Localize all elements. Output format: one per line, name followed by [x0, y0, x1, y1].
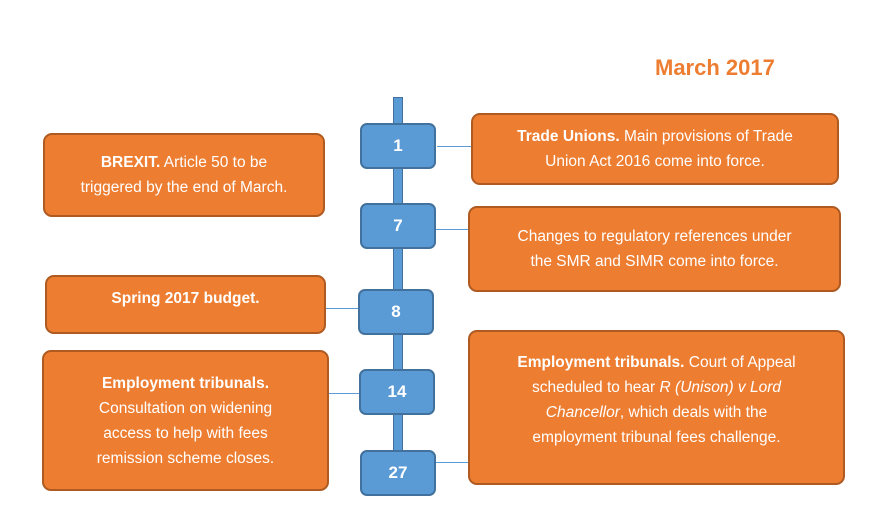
day-label: 7	[393, 216, 403, 235]
event-text: Union Act 2016 come into force.	[545, 153, 765, 170]
event-brexit: BREXIT. Article 50 to be triggered by th…	[43, 133, 325, 217]
day-label: 8	[391, 302, 401, 321]
event-text: the SMR and SIMR come into force.	[530, 253, 779, 270]
event-text: triggered by the end of March.	[80, 179, 288, 196]
day-marker-7: 7	[360, 203, 436, 249]
event-text: Main provisions of Trade	[619, 128, 793, 145]
event-heading: Spring 2017 budget.	[111, 290, 260, 307]
event-heading: BREXIT.	[100, 154, 161, 171]
day-label: 1	[393, 136, 403, 155]
day-label: 27	[388, 463, 408, 482]
day-marker-1: 1	[360, 123, 436, 169]
day-marker-8: 8	[358, 289, 434, 335]
event-tribunals-consultation: Employment tribunals. Consultation on wi…	[42, 350, 329, 491]
day-marker-27: 27	[360, 450, 436, 496]
event-text: access to help with fees	[103, 424, 268, 442]
event-tribunals-appeal: Employment tribunals. Court of Appeal sc…	[468, 330, 845, 485]
event-text: , which deals with the	[619, 404, 768, 421]
connector-tribunals-appeal	[436, 462, 469, 463]
event-text: Court of Appeal	[684, 354, 796, 371]
event-trade-unions: Trade Unions. Main provisions of Trade U…	[471, 113, 839, 185]
event-text: Article 50 to be	[160, 154, 268, 171]
event-text: employment tribunal fees challenge.	[532, 429, 781, 446]
timeline-title: March 2017	[655, 55, 775, 80]
connector-budget	[325, 308, 360, 309]
connector-tribunals-consultation	[329, 393, 360, 394]
event-text: remission scheme closes.	[96, 449, 275, 467]
event-regulatory: Changes to regulatory references under t…	[468, 206, 841, 292]
day-label: 14	[387, 382, 407, 401]
event-text: Consultation on widening	[98, 399, 273, 417]
event-text: scheduled to hear	[531, 379, 660, 396]
event-heading: Employment tribunals.	[517, 354, 685, 371]
connector-trade-unions	[437, 146, 472, 147]
case-name: R (Unison) v Lord	[659, 379, 781, 396]
event-heading: Trade Unions.	[517, 128, 620, 145]
day-marker-14: 14	[359, 369, 435, 415]
connector-regulatory	[436, 229, 469, 230]
event-heading: Employment tribunals.	[101, 374, 270, 392]
event-budget: Spring 2017 budget.	[45, 275, 326, 334]
event-text: Changes to regulatory references under	[517, 228, 792, 245]
case-name: Chancellor	[545, 404, 620, 421]
